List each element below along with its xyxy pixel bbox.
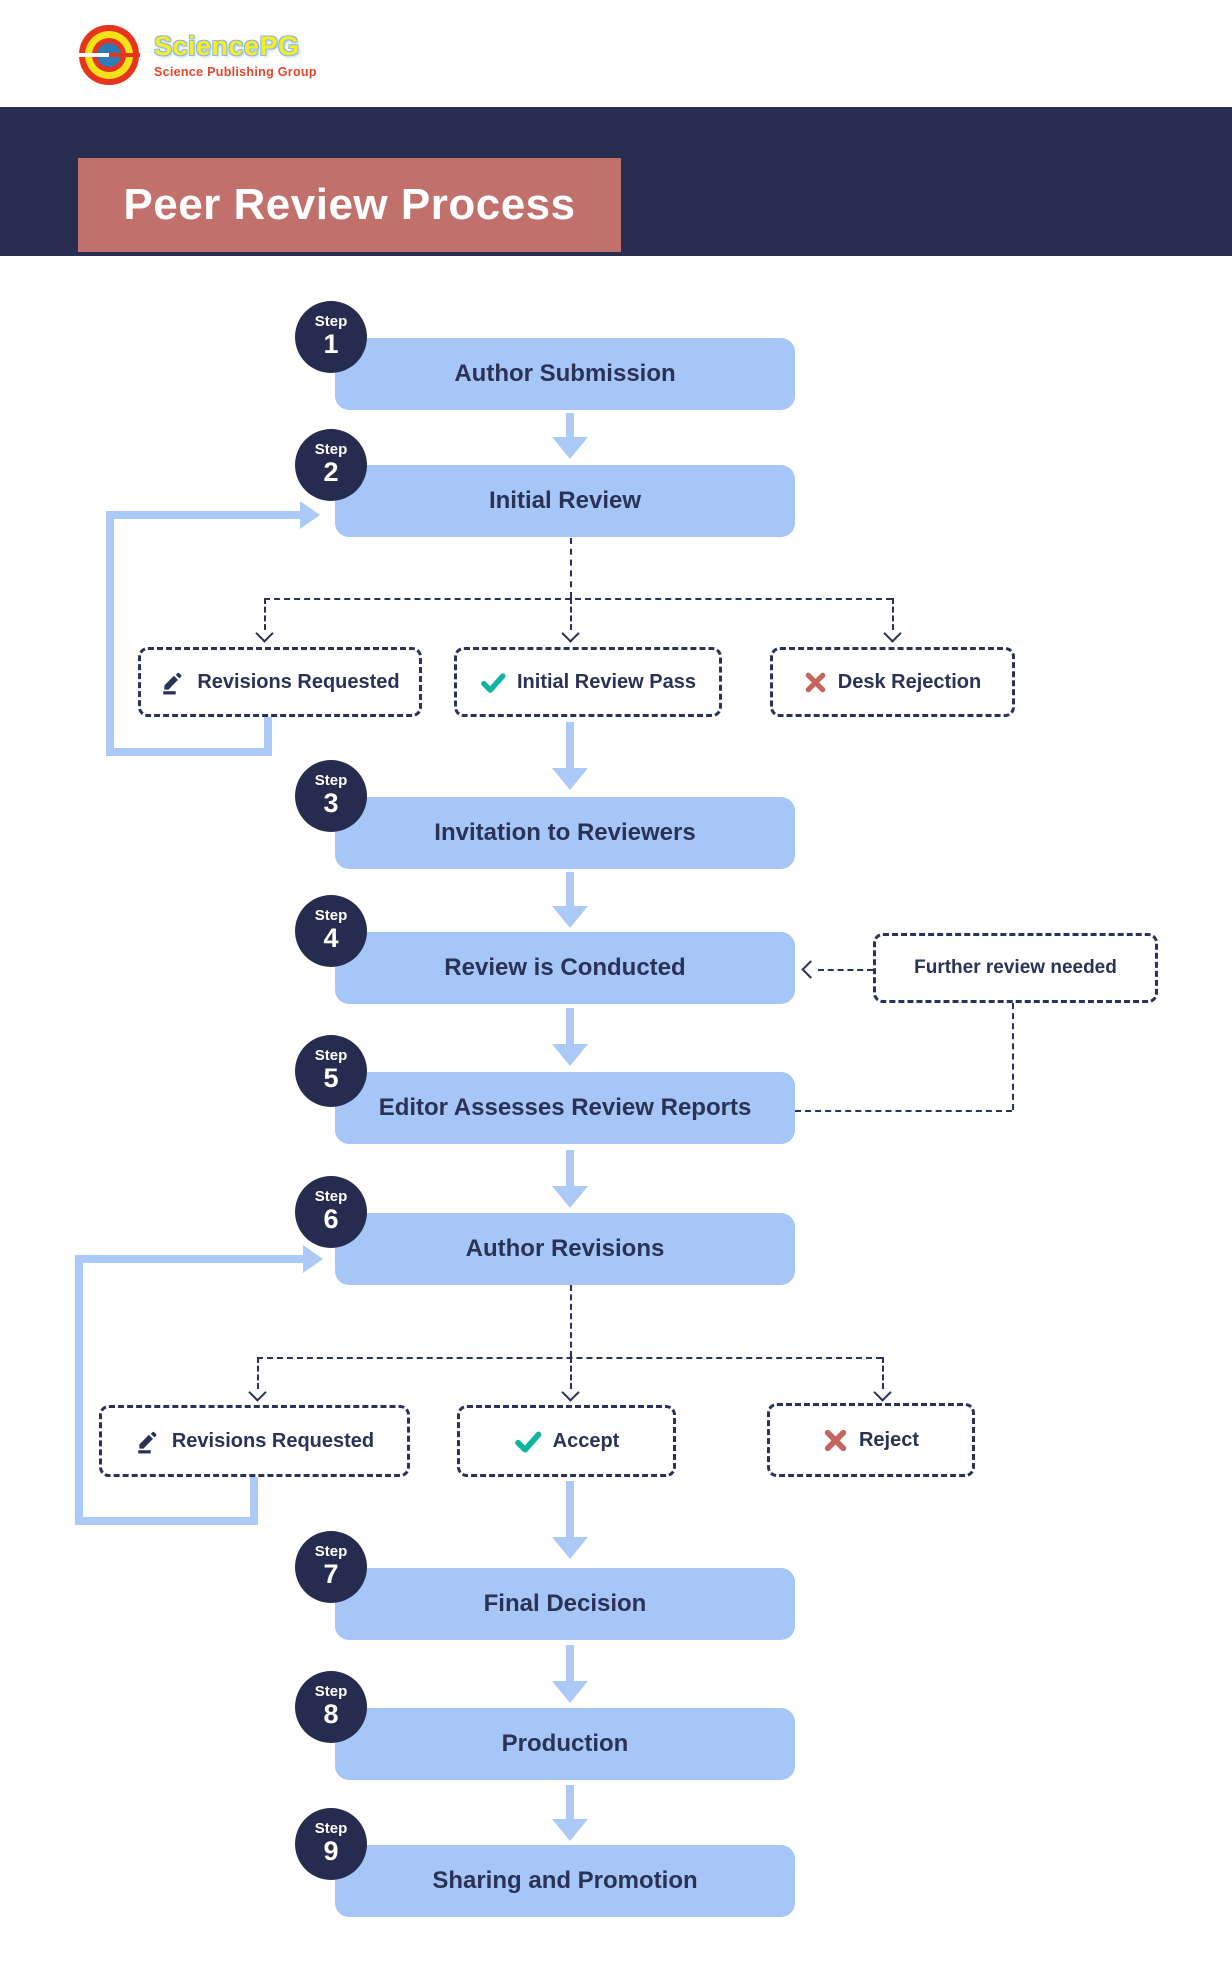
dashed-arrowhead-left xyxy=(801,960,820,979)
flow-box-author-submission: Author Submission xyxy=(335,338,795,410)
arrow-down-6 xyxy=(552,1481,588,1559)
dashed-arrowhead-down xyxy=(883,624,902,643)
flow-box-production: Production xyxy=(335,1708,795,1780)
further-review-needed-box: Further review needed xyxy=(873,933,1158,1003)
arrow-down-2 xyxy=(552,722,588,790)
logo: SciencePG Science Publishing Group xyxy=(78,24,317,86)
loop-step2-arrowhead xyxy=(300,501,320,529)
arrow-down-4 xyxy=(552,1008,588,1066)
loop-step2-segment xyxy=(106,511,302,519)
loop-step6-segment xyxy=(250,1477,258,1525)
flow-box-editor-assesses: Editor Assesses Review Reports xyxy=(335,1072,795,1144)
loop-step6-segment xyxy=(75,1517,258,1525)
step-badge-1: Step 1 xyxy=(295,301,367,373)
dashed-arrowhead-down xyxy=(248,1383,267,1402)
step-badge-3: Step 3 xyxy=(295,760,367,832)
loop-step2-segment xyxy=(264,716,272,756)
flow-box-sharing-and-promotion: Sharing and Promotion xyxy=(335,1845,795,1917)
step-badge-4: Step 4 xyxy=(295,895,367,967)
loop-step6-segment xyxy=(75,1255,83,1525)
check-icon xyxy=(480,669,506,695)
further-review-arrow-line xyxy=(818,969,873,971)
pen-icon xyxy=(135,1428,161,1454)
sciencepg-logo-icon xyxy=(78,24,140,86)
arrow-down-3 xyxy=(552,872,588,928)
connector-stem-step6 xyxy=(570,1285,572,1357)
dashed-arrowhead-down xyxy=(255,624,274,643)
option-reject: Reject xyxy=(767,1403,975,1477)
connector-rail-step6 xyxy=(257,1357,882,1359)
dashed-arrowhead-down xyxy=(873,1383,892,1402)
further-review-connector xyxy=(795,1110,1012,1112)
flow-box-final-decision: Final Decision xyxy=(335,1568,795,1640)
option-desk-rejection: Desk Rejection xyxy=(770,647,1015,717)
cross-icon xyxy=(804,671,827,694)
brand-tagline: Science Publishing Group xyxy=(154,65,317,79)
loop-step6-segment xyxy=(75,1255,305,1263)
option-accept: Accept xyxy=(457,1405,676,1477)
step-badge-5: Step 5 xyxy=(295,1035,367,1107)
step-badge-6: Step 6 xyxy=(295,1176,367,1248)
step-badge-2: Step 2 xyxy=(295,429,367,501)
option-revisions-requested-1: Revisions Requested xyxy=(138,647,422,717)
connector-rail-step2 xyxy=(264,598,892,600)
arrow-down-1 xyxy=(552,413,588,459)
connector-stem-step2 xyxy=(570,538,572,598)
dashed-arrowhead-down xyxy=(561,624,580,643)
flow-box-author-revisions: Author Revisions xyxy=(335,1213,795,1285)
further-review-connector xyxy=(1012,1003,1014,1110)
step-badge-9: Step 9 xyxy=(295,1808,367,1880)
flow-box-initial-review: Initial Review xyxy=(335,465,795,537)
flow-box-review-is-conducted: Review is Conducted xyxy=(335,932,795,1004)
arrow-down-8 xyxy=(552,1785,588,1841)
arrow-down-5 xyxy=(552,1150,588,1208)
check-icon xyxy=(514,1427,542,1455)
loop-step2-segment xyxy=(106,511,114,756)
brand-name: SciencePG xyxy=(154,31,300,61)
title-banner: Peer Review Process xyxy=(78,158,621,252)
step-badge-7: Step 7 xyxy=(295,1531,367,1603)
flow-box-invitation-to-reviewers: Invitation to Reviewers xyxy=(335,797,795,869)
arrow-down-7 xyxy=(552,1645,588,1703)
cross-icon xyxy=(823,1428,848,1453)
step-badge-8: Step 8 xyxy=(295,1671,367,1743)
page-title: Peer Review Process xyxy=(123,180,576,229)
option-initial-review-pass: Initial Review Pass xyxy=(454,647,722,717)
pen-icon xyxy=(160,669,186,695)
option-revisions-requested-2: Revisions Requested xyxy=(99,1405,410,1477)
loop-step6-arrowhead xyxy=(303,1245,323,1273)
loop-step2-segment xyxy=(106,748,272,756)
dashed-arrowhead-down xyxy=(561,1383,580,1402)
